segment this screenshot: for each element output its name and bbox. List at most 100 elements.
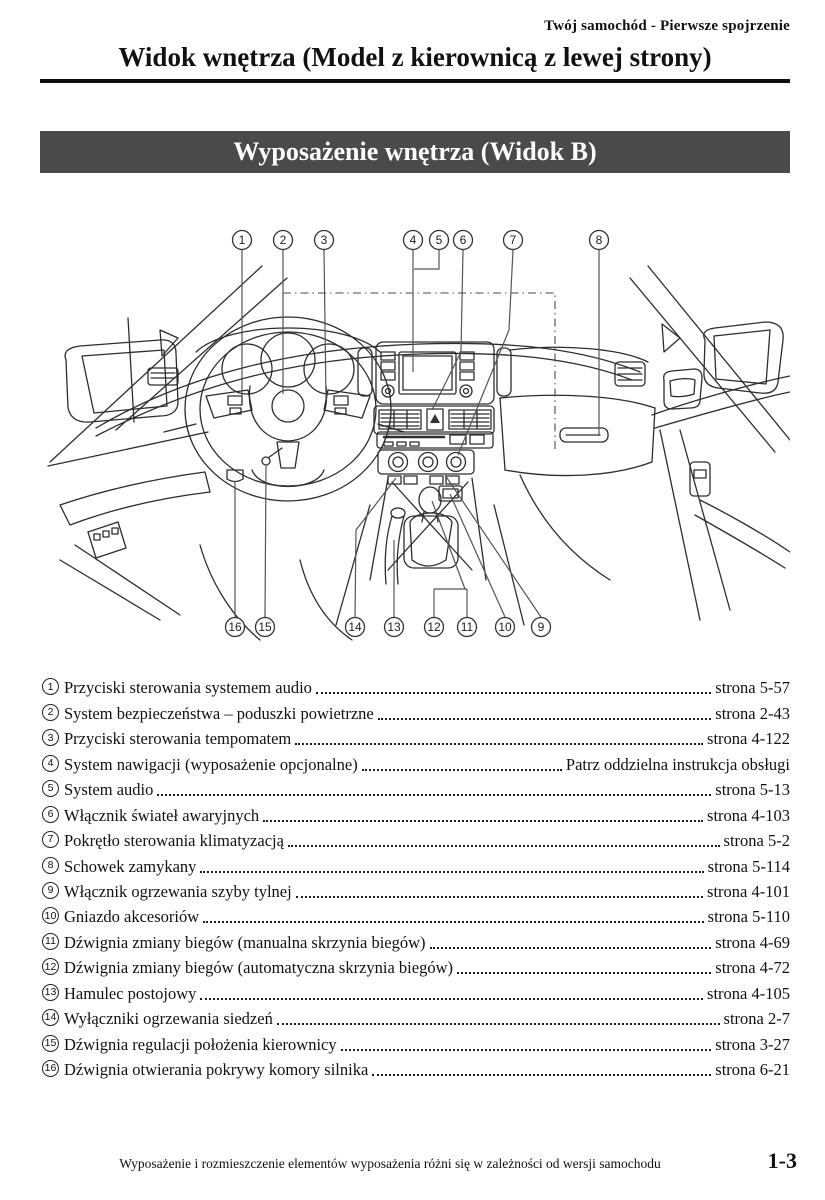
leader-dots bbox=[287, 845, 720, 848]
leader-line bbox=[449, 493, 506, 618]
leader-line bbox=[323, 249, 327, 401]
leader-dots bbox=[276, 1023, 720, 1026]
page-title: Widok wnętrza (Model z kierownicą z lewe… bbox=[118, 42, 712, 72]
item-label: Dźwignia zmiany biegów (automatyczna skr… bbox=[64, 958, 453, 978]
svg-text:10: 10 bbox=[498, 620, 512, 634]
callout-9: 9 bbox=[530, 616, 552, 638]
svg-text:14: 14 bbox=[348, 620, 362, 634]
header-kicker: Twój samochód - Pierwsze spojrzenie bbox=[544, 18, 790, 34]
item-label: System bezpieczeństwa – poduszki powietr… bbox=[64, 703, 374, 723]
leader-dots bbox=[377, 717, 712, 720]
item-page-ref: strona 4-122 bbox=[707, 729, 790, 749]
section-banner: Wyposażenie wnętrza (Widok B) bbox=[40, 131, 790, 173]
leader-dots bbox=[295, 895, 704, 898]
item-number: 16 bbox=[42, 1060, 59, 1077]
callout-1: 1 bbox=[231, 229, 253, 251]
item-number: 15 bbox=[42, 1034, 59, 1052]
leader-dots bbox=[200, 870, 704, 873]
leader-line bbox=[444, 474, 542, 618]
callout-5: 5 bbox=[428, 229, 450, 251]
callout-6: 6 bbox=[452, 229, 474, 251]
callout-4: 4 bbox=[402, 229, 424, 251]
item-page-ref: strona 3-27 bbox=[715, 1034, 790, 1054]
svg-text:13: 13 bbox=[387, 620, 401, 634]
svg-text:6: 6 bbox=[460, 233, 467, 247]
item-label: Dźwignia otwierania pokrywy komory silni… bbox=[64, 1060, 369, 1079]
leader-line bbox=[457, 249, 514, 456]
item-page-ref: strona 2-43 bbox=[715, 703, 790, 723]
callout-12: 12 bbox=[423, 616, 445, 638]
item-label: Schowek zamykany bbox=[64, 856, 197, 876]
item-page-ref: strona 4-103 bbox=[707, 805, 790, 825]
item-page-ref: strona 5-110 bbox=[707, 907, 790, 927]
callout-11: 11 bbox=[456, 616, 478, 638]
callout-2: 2 bbox=[272, 229, 294, 251]
leader-dots bbox=[295, 743, 704, 746]
item-page-ref: strona 4-72 bbox=[715, 958, 790, 978]
item-number: 2 bbox=[42, 703, 59, 721]
svg-text:4: 4 bbox=[410, 233, 417, 247]
leader-line bbox=[431, 249, 464, 411]
item-label: Dźwignia zmiany biegów (manualna skrzyni… bbox=[64, 932, 426, 952]
leader-dots bbox=[361, 768, 562, 771]
item-number: 9 bbox=[42, 881, 59, 899]
svg-text:5: 5 bbox=[436, 233, 443, 247]
item-number: 12 bbox=[42, 958, 59, 976]
item-number: 13 bbox=[42, 983, 59, 1001]
callout-15: 15 bbox=[254, 616, 276, 638]
leader-dots bbox=[457, 972, 712, 975]
leader-dots bbox=[429, 946, 712, 949]
leader-dots bbox=[263, 819, 704, 822]
item-label: System audio bbox=[64, 780, 154, 800]
item-page-ref: Patrz oddzielna instrukcja obsługi bbox=[565, 754, 790, 774]
item-label: Hamulec postojowy bbox=[64, 983, 197, 1003]
item-label: Włącznik ogrzewania szyby tylnej bbox=[64, 881, 292, 901]
legend-item: 9 Włącznik ogrzewania szyby tylnej strona … bbox=[40, 877, 790, 902]
item-page-ref: strona 4-105 bbox=[707, 983, 790, 1003]
item-page-ref: strona 2-7 bbox=[723, 1009, 790, 1029]
item-page-ref: strona 5-57 bbox=[715, 678, 790, 698]
item-number: 10 bbox=[42, 907, 59, 925]
svg-text:9: 9 bbox=[538, 620, 545, 634]
svg-text:3: 3 bbox=[321, 233, 328, 247]
callout-16: 16 bbox=[224, 616, 246, 638]
item-label: Włącznik świateł awaryjnych bbox=[64, 805, 260, 825]
leader-line bbox=[354, 477, 397, 618]
callout-7: 7 bbox=[502, 229, 524, 251]
item-label: Pokrętło sterowania klimatyzacją bbox=[64, 831, 284, 851]
legend-item: 12 Dźwignia zmiany biegów (automatyczna s… bbox=[40, 953, 790, 978]
callout-8: 8 bbox=[588, 229, 610, 251]
item-label: Gniazdo akcesoriów bbox=[64, 907, 200, 927]
leader-dots bbox=[157, 794, 712, 797]
optional-equipment-dashed-outline bbox=[283, 292, 556, 450]
item-number: 3 bbox=[42, 729, 59, 747]
item-page-ref: strona 6-21 bbox=[715, 1060, 790, 1079]
item-number: 5 bbox=[42, 780, 59, 798]
item-number: 4 bbox=[42, 754, 59, 772]
item-label: Przyciski sterowania systemem audio bbox=[64, 678, 312, 698]
item-number: 7 bbox=[42, 831, 59, 849]
svg-text:16: 16 bbox=[228, 620, 242, 634]
legend-item: 16 Dźwignia otwierania pokrywy komory sil… bbox=[40, 1055, 790, 1080]
callout-leader-lines bbox=[234, 249, 600, 618]
svg-text:2: 2 bbox=[280, 233, 287, 247]
leader-dots bbox=[203, 921, 704, 924]
item-page-ref: strona 4-101 bbox=[707, 881, 790, 901]
legend-item: 10 Gniazdo akcesoriów strona 5-110 bbox=[40, 902, 790, 927]
title-rule bbox=[40, 79, 790, 83]
leader-line bbox=[264, 465, 267, 618]
svg-text:7: 7 bbox=[510, 233, 517, 247]
svg-text:15: 15 bbox=[258, 620, 272, 634]
